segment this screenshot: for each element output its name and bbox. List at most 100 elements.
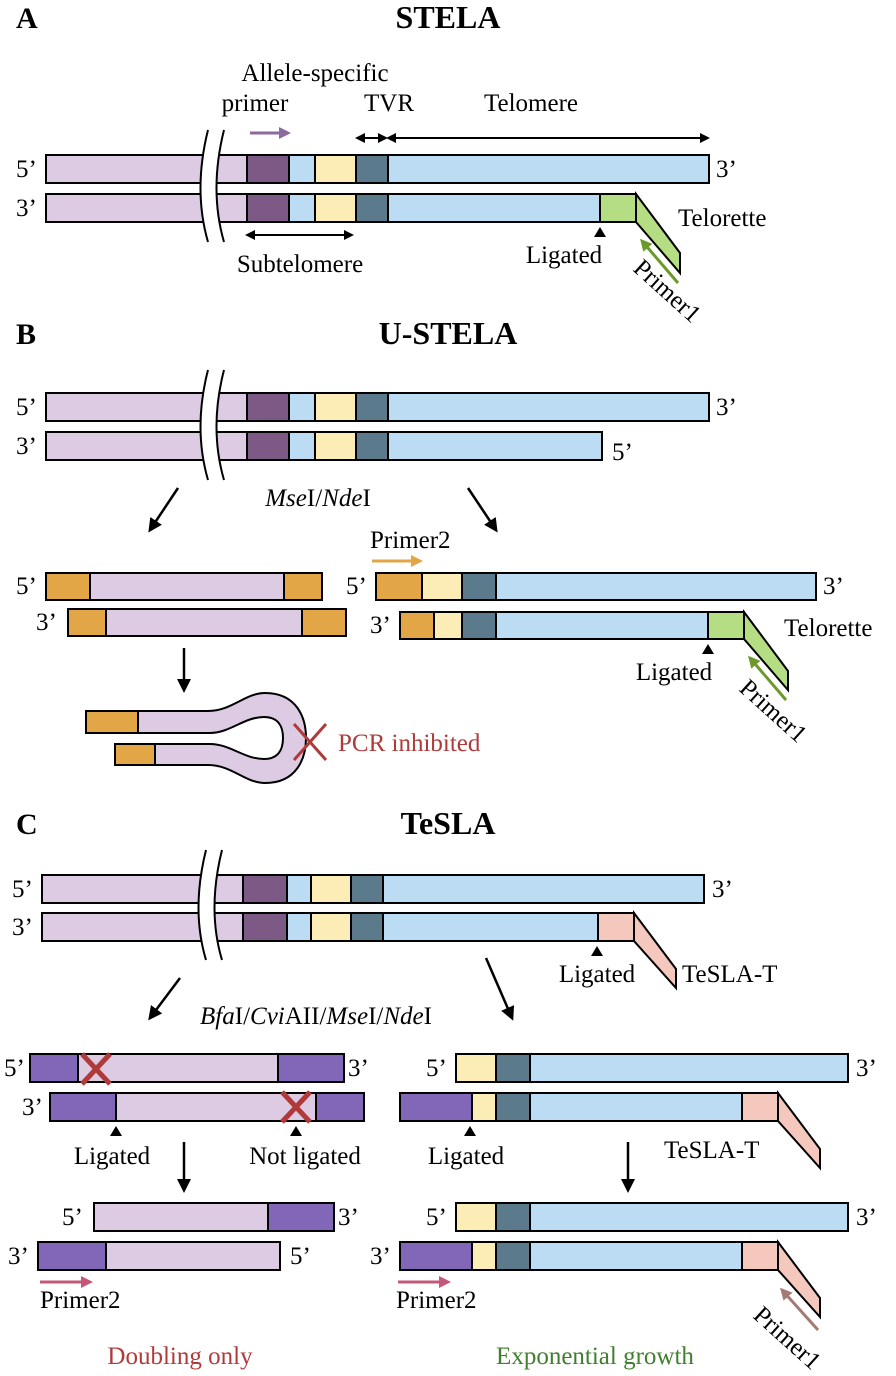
primer1-label-c: Primer1	[748, 1301, 826, 1375]
enzymes-c-part-4: Mse	[325, 1003, 368, 1030]
pcr-inhibited-label: PCR inhibited	[338, 730, 481, 757]
ligated-marker-c	[591, 946, 603, 956]
subtelomere-label: Subtelomere	[237, 251, 363, 278]
telorette-adapter-b	[707, 608, 789, 693]
c-left-product-bottom	[37, 1241, 281, 1271]
b-right-5prime: 5’	[346, 573, 367, 600]
panel-a-letter: A	[16, 2, 38, 35]
enzymes-b-part-0: Mse	[264, 485, 307, 512]
c-right-product-bottom	[399, 1241, 743, 1271]
b-right-3prime-bottom: 3’	[370, 612, 391, 639]
telorette-label-b: Telorette	[784, 615, 872, 642]
b-bottom-5prime: 5’	[612, 439, 633, 466]
c-bottom-3prime: 3’	[12, 914, 33, 941]
c-left-top-strand	[29, 1053, 345, 1083]
panel-c-top-strand	[41, 874, 705, 904]
enzymes-c-part-6: Nde	[382, 1003, 423, 1030]
enzymes-b-part-1: I/	[307, 485, 322, 512]
tesla-t-label-c-right: TeSLA-T	[664, 1137, 759, 1164]
enzymes-c-part-1: I/	[235, 1003, 250, 1030]
a-top-5prime: 5’	[16, 156, 37, 183]
telorette-adapter-a	[599, 190, 681, 276]
panel-a-top-strand	[45, 154, 710, 184]
c-left-product-3prime-b: 3’	[8, 1243, 29, 1270]
c-left-product-top	[93, 1202, 335, 1232]
b-left-fragment-top	[45, 572, 323, 601]
ligated-marker-c-left	[110, 1126, 122, 1136]
a-top-3prime: 3’	[716, 156, 737, 183]
digest-arrow-c-left	[148, 977, 181, 1021]
tesla-t-adapter-c-right-product	[741, 1239, 821, 1320]
hairpin-structure	[85, 691, 308, 785]
ligated-label-b: Ligated	[636, 659, 713, 686]
panel-b-bottom-strand	[45, 431, 603, 461]
ligated-marker-b	[702, 644, 714, 654]
c-left-product-5prime-b: 5’	[290, 1243, 311, 1270]
primer2-label-b: Primer2	[370, 527, 451, 554]
allele-primer-label-1: Allele-specific	[241, 60, 388, 87]
c-right-bottom-strand	[399, 1092, 743, 1122]
enzymes-b-part-2: Nde	[321, 485, 362, 512]
digest-arrow-c-right	[484, 957, 515, 1021]
b-right-fragment-bottom	[399, 611, 709, 640]
b-left-3prime: 3’	[36, 609, 57, 636]
ligated-label-c: Ligated	[559, 961, 636, 988]
digest-arrow-b-left	[148, 487, 180, 533]
panel-b-letter: B	[16, 318, 36, 351]
panel-a-bottom-strand	[45, 193, 601, 223]
c-right-product-3prime-b: 3’	[370, 1243, 391, 1270]
ligated-label-c-left: Ligated	[74, 1143, 151, 1170]
ligated-label-a: Ligated	[526, 242, 603, 269]
tesla-t-adapter-c-right	[741, 1090, 821, 1171]
break-symbol-c	[197, 849, 223, 961]
c-left-3prime-bottom: 3’	[22, 1094, 43, 1121]
panel-b-top-strand	[45, 392, 710, 422]
b-right-3prime: 3’	[823, 573, 844, 600]
telorette-label-a: Telorette	[678, 205, 766, 232]
panel-c-letter: C	[16, 808, 38, 841]
enzymes-b-part-3: I	[362, 485, 370, 512]
b-left-fragment-bottom	[67, 608, 347, 637]
panel-a-title: STELA	[396, 0, 501, 35]
c-right-product-5prime: 5’	[426, 1204, 447, 1231]
not-ligated-x-bottom	[280, 1090, 312, 1124]
primer2-label-c-right: Primer2	[396, 1287, 477, 1314]
primer2-label-c-left: Primer2	[40, 1287, 121, 1314]
enzymes-c-part-2: Cvi	[250, 1003, 285, 1030]
a-bottom-3prime: 3’	[16, 195, 37, 222]
ligated-marker-c-right	[464, 1126, 476, 1136]
b-top-5prime: 5’	[16, 394, 37, 421]
c-right-5prime: 5’	[426, 1055, 447, 1082]
tesla-t-label-c: TeSLA-T	[682, 961, 777, 988]
c-right-3prime: 3’	[856, 1055, 877, 1082]
enzymes-c-part-3: AII/	[285, 1003, 327, 1030]
primer1-arrow-a	[640, 238, 680, 284]
c-left-bottom-strand	[49, 1092, 365, 1122]
ligated-marker-a	[594, 227, 606, 237]
c-left-5prime: 5’	[4, 1055, 25, 1082]
pcr-inhibited-x	[292, 723, 328, 761]
c-right-product-top	[455, 1202, 849, 1232]
ligated-label-c-right: Ligated	[428, 1143, 505, 1170]
enzymes-c-part-7: I	[424, 1003, 432, 1030]
tesla-t-adapter-c	[597, 910, 677, 991]
enzymes-label-c: BfaI/CviAII/MseI/NdeI	[200, 1003, 432, 1030]
break-symbol-a	[199, 129, 225, 243]
panel-c-title: TeSLA	[401, 805, 496, 841]
enzymes-c-part-5: I/	[368, 1003, 383, 1030]
break-symbol-b	[199, 369, 225, 481]
c-right-top-strand	[455, 1053, 849, 1083]
c-left-product-5prime: 5’	[62, 1204, 83, 1231]
c-right-product-3prime: 3’	[856, 1204, 877, 1231]
not-ligated-label: Not ligated	[249, 1143, 361, 1170]
primer1-arrow-c	[779, 1287, 820, 1332]
telomere-label: Telomere	[484, 90, 578, 117]
panel-b-title: U-STELA	[379, 315, 518, 351]
c-top-5prime: 5’	[12, 876, 33, 903]
doubling-only-label: Doubling only	[107, 1343, 253, 1370]
b-right-fragment-top	[375, 572, 817, 601]
c-left-product-3prime: 3’	[338, 1204, 359, 1231]
b-left-5prime: 5’	[16, 573, 37, 600]
